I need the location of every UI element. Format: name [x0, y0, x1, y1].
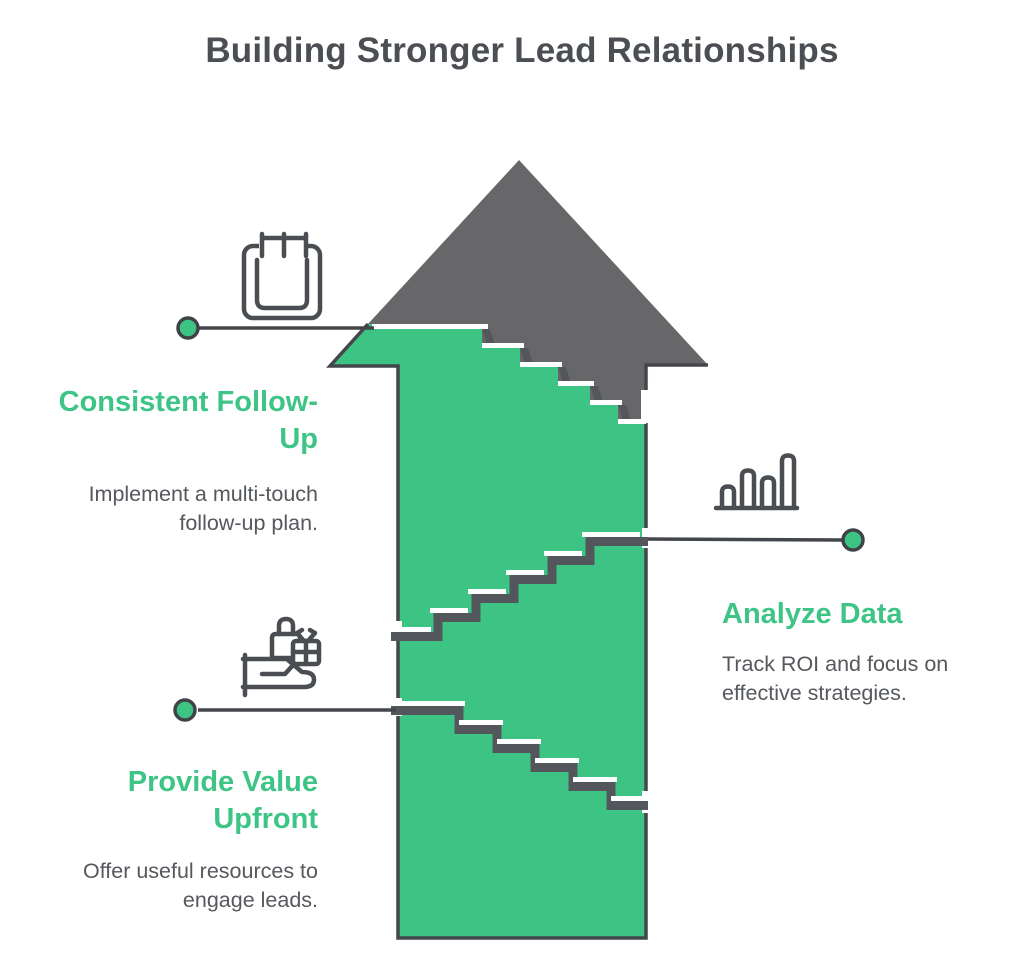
- step-highlight: [391, 701, 465, 706]
- section-heading-provide-value-upfront: Provide Value Upfront: [127, 766, 318, 835]
- arrow-outline: [326, 322, 708, 940]
- calendar-page: [254, 257, 310, 311]
- section-body-analyze-data: Track ROI and focus on effective strateg…: [722, 652, 949, 705]
- gift-ribbon: [290, 638, 322, 667]
- page-title: Building Stronger Lead Relationships: [205, 31, 839, 70]
- section-body-consistent-follow-up: Implement a multi-touch follow-up plan.: [88, 482, 318, 535]
- step-highlight: [372, 324, 488, 329]
- connector-dot-3: [173, 698, 197, 722]
- step-highlight: [459, 720, 503, 725]
- step-highlight: [582, 532, 640, 537]
- calendar-binding: [259, 231, 309, 259]
- bar-chart-icon: [713, 453, 800, 511]
- gift-hand-icon: [240, 616, 322, 698]
- section-heading-analyze-data: Analyze Data: [722, 598, 903, 630]
- step-highlight: [535, 758, 579, 763]
- step-highlight: [590, 400, 622, 405]
- step-highlight: [573, 777, 617, 782]
- step-highlight: [520, 362, 562, 367]
- section-body-provide-value-upfront: Offer useful resources to engage leads.: [82, 859, 318, 912]
- step-highlight: [430, 608, 468, 613]
- step-highlight: [506, 570, 544, 575]
- connector-dot-1: [176, 316, 200, 340]
- staircase-3: [391, 701, 648, 810]
- arrow-head-gray: [368, 160, 708, 419]
- step-highlight: [482, 343, 524, 348]
- chart-bar-2: [739, 468, 757, 510]
- connector-dot-2: [841, 528, 865, 552]
- section-heading-consistent-follow-up: Consistent Follow- Up: [58, 386, 318, 455]
- step-highlight: [497, 739, 541, 744]
- bag-handle: [276, 616, 296, 637]
- calendar-icon: [241, 231, 323, 321]
- edge-notch: [641, 390, 655, 423]
- connector-line-2: [647, 537, 844, 542]
- chart-bar-3: [759, 475, 777, 510]
- chart-bar-4: [779, 453, 797, 510]
- connectors: [173, 316, 865, 722]
- step-highlight: [611, 796, 646, 801]
- staircase-1: [372, 324, 646, 424]
- arrow-shaft-green: [330, 324, 646, 938]
- step-band: [391, 537, 648, 641]
- hand: [240, 652, 317, 698]
- step-highlight: [468, 589, 506, 594]
- step-highlight: [391, 627, 431, 632]
- step-highlight: [618, 419, 646, 424]
- gift-bow: [294, 627, 318, 644]
- up-arrow: [326, 160, 708, 940]
- step-highlight: [544, 551, 582, 556]
- staircase-2: [391, 532, 648, 641]
- chart-bar-1: [719, 484, 737, 510]
- step-highlight: [558, 381, 594, 386]
